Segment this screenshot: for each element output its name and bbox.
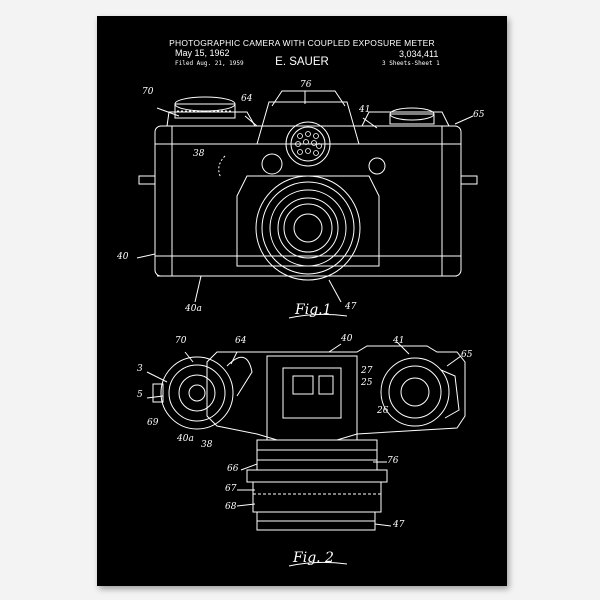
ref-label: 68 xyxy=(225,502,237,512)
ref-label: 65 xyxy=(461,350,473,360)
ref-label: 47 xyxy=(393,520,405,530)
ref-label: 66 xyxy=(227,464,239,474)
ref-label: 70 xyxy=(142,87,154,97)
patent-number: 3,034,411 xyxy=(399,49,439,59)
patent-date: May 15, 1962 xyxy=(175,48,230,58)
sheet-count: 3 Sheets-Sheet 1 xyxy=(382,60,440,67)
ref-label: 76 xyxy=(387,456,399,466)
ref-label: 5 xyxy=(137,390,143,400)
fig2-flourish xyxy=(288,561,348,567)
patent-drawing xyxy=(136,90,478,567)
ref-label: 40a xyxy=(177,434,194,444)
ref-label: 27 xyxy=(361,366,373,376)
inventor-name: E. SAUER xyxy=(275,56,329,68)
ref-label: 64 xyxy=(235,336,247,346)
ref-label: 41 xyxy=(393,336,405,346)
ref-label: 67 xyxy=(225,484,237,494)
ref-label: 69 xyxy=(147,418,159,428)
patent-title: PHOTOGRAPHIC CAMERA WITH COUPLED EXPOSUR… xyxy=(169,38,435,48)
ref-label: 47 xyxy=(345,302,357,312)
camera-top-view xyxy=(146,341,466,531)
ref-label: 26 xyxy=(377,406,389,416)
ref-label: 64 xyxy=(241,94,253,104)
ref-label: 76 xyxy=(300,80,312,90)
ref-label: 25 xyxy=(361,378,373,388)
ref-label: 70 xyxy=(175,336,187,346)
fig1-flourish xyxy=(288,313,348,319)
ref-label: 40a xyxy=(185,304,202,314)
ref-label: 65 xyxy=(473,110,485,120)
ref-label: 38 xyxy=(201,440,213,450)
ref-label: 38 xyxy=(193,149,205,159)
ref-label: 40 xyxy=(341,334,353,344)
ref-label: 41 xyxy=(359,105,371,115)
ref-label: 40 xyxy=(117,252,129,262)
patent-poster: PHOTOGRAPHIC CAMERA WITH COUPLED EXPOSUR… xyxy=(97,16,507,586)
fig2-label: Fig. 2 xyxy=(293,550,334,566)
camera-front-view xyxy=(136,90,478,303)
fig1-label: Fig.1 xyxy=(295,302,332,318)
ref-label: 3 xyxy=(137,364,143,374)
filed-date: Filed Aug. 21, 1959 xyxy=(175,60,244,67)
